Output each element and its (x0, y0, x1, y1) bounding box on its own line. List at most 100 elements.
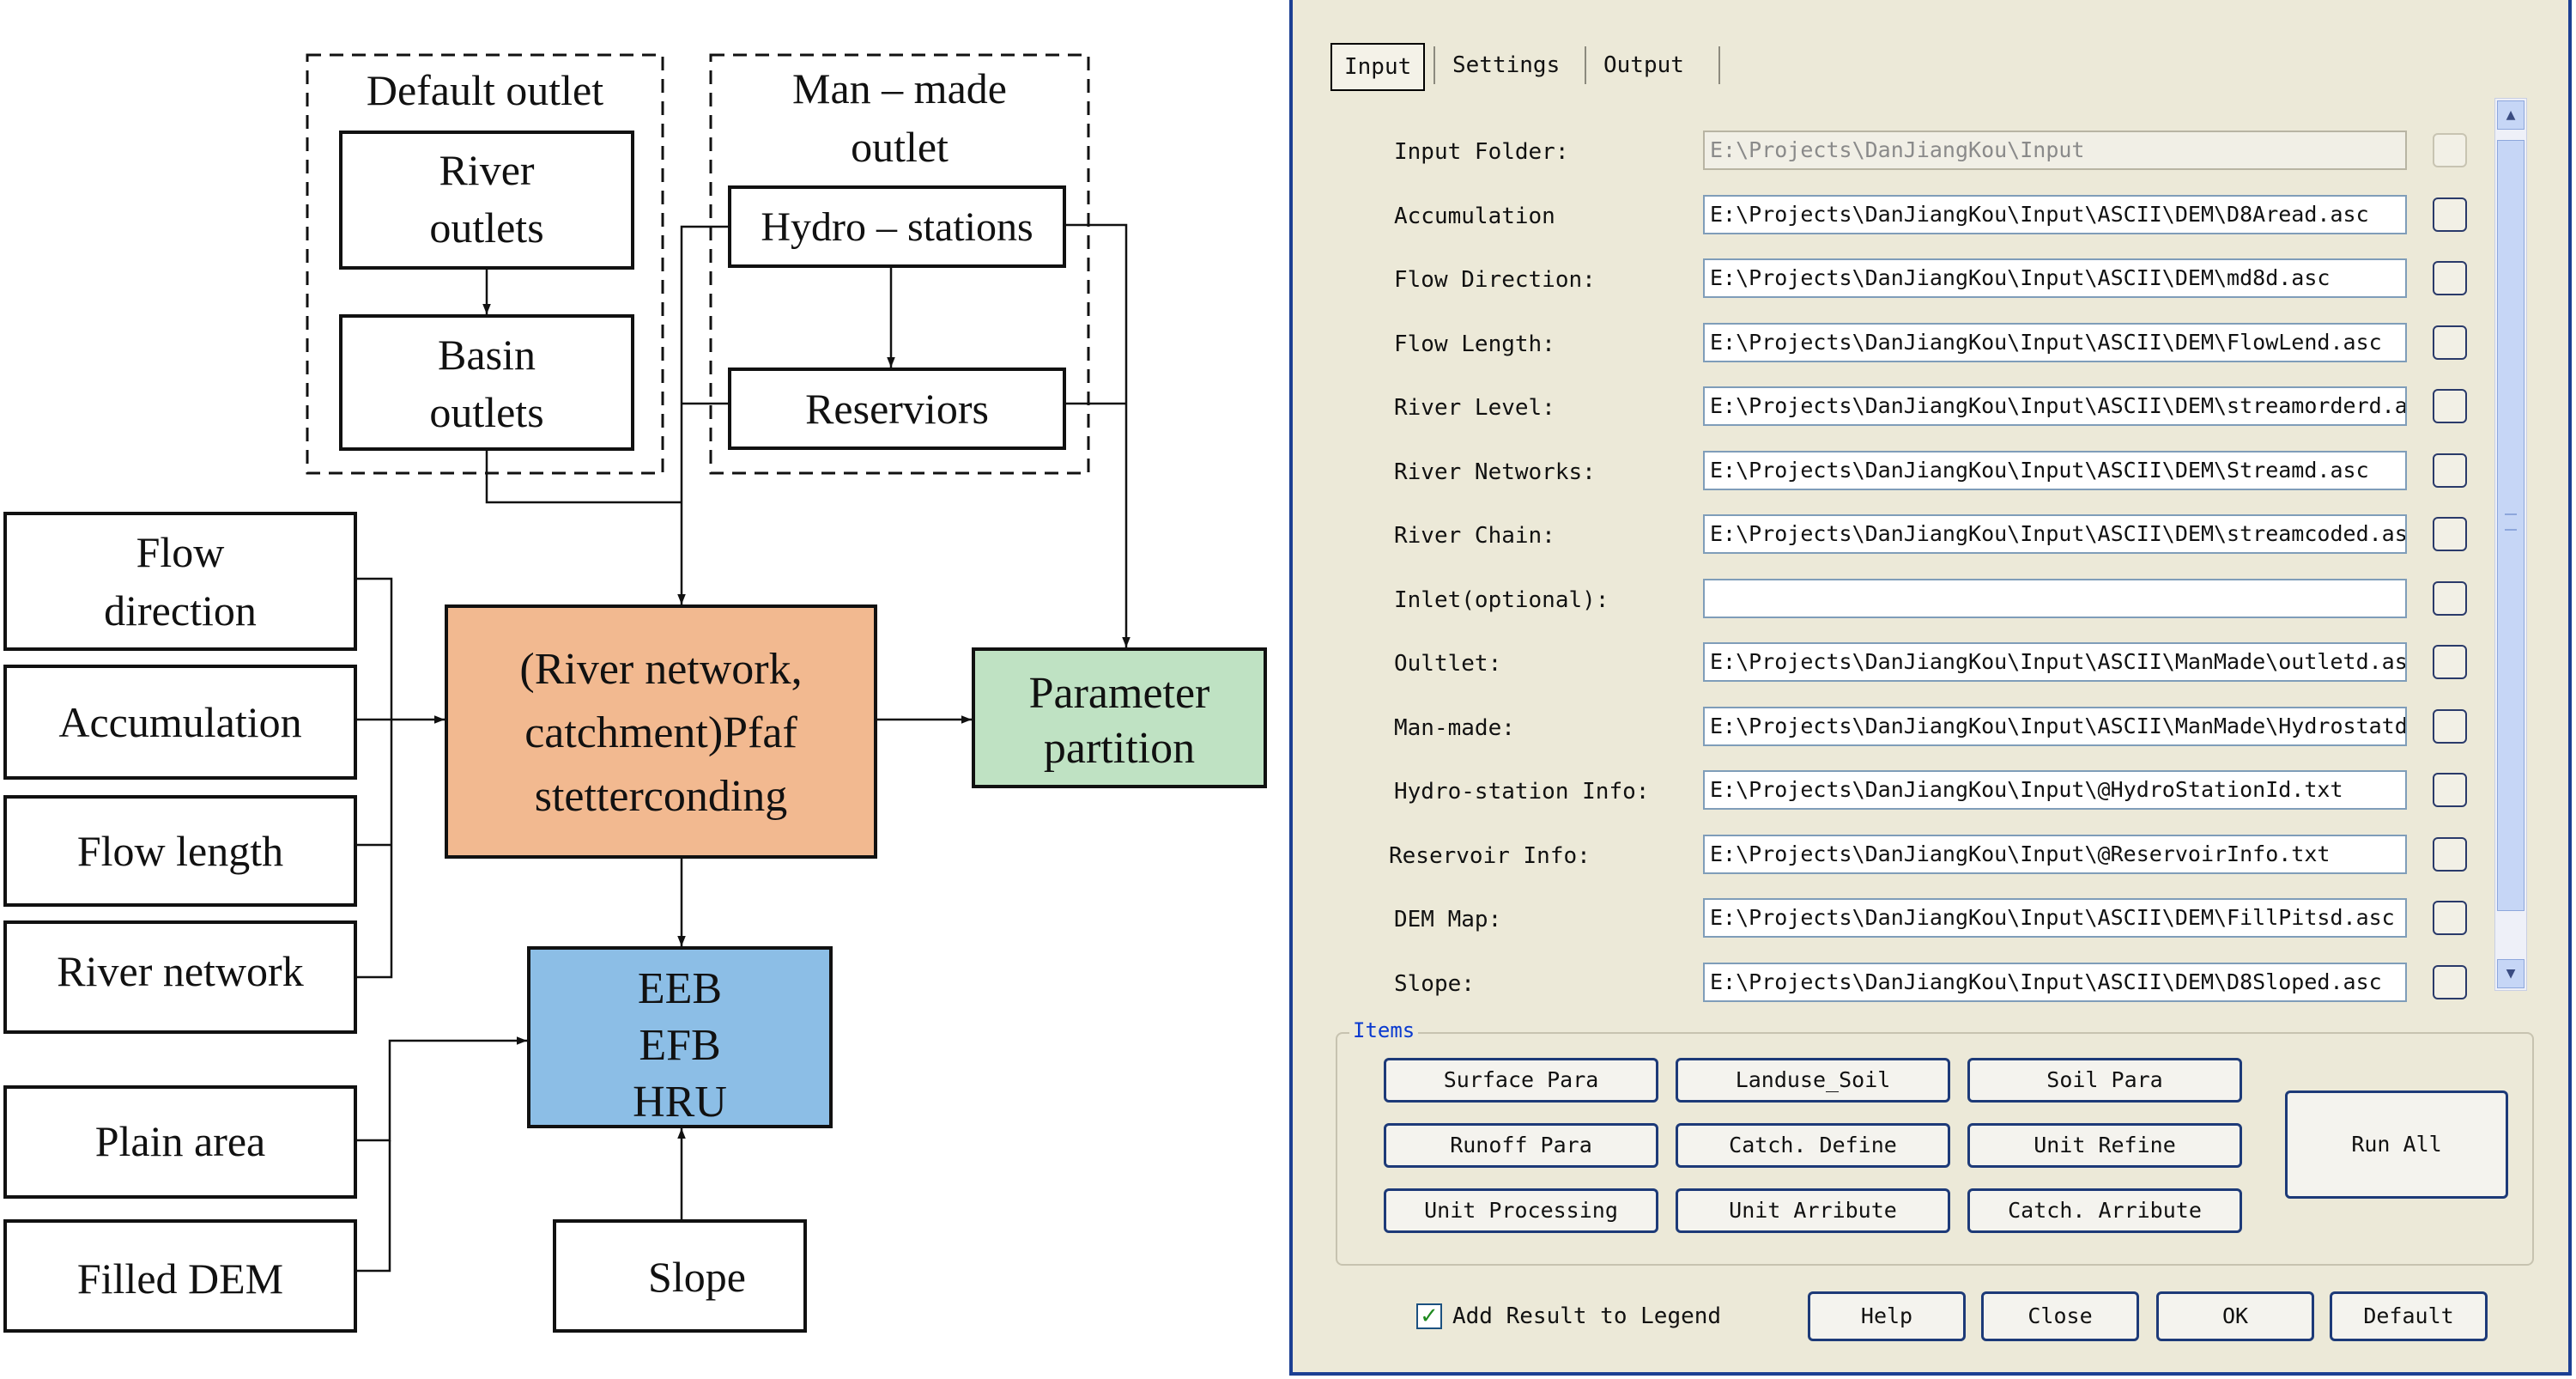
flow-direction-label: Flow Direction: (1394, 267, 1596, 293)
hydro-station-info-browse-button[interactable] (2433, 773, 2467, 807)
items-group-title: Items (1349, 1018, 1419, 1042)
scroll-thumb[interactable] (2497, 140, 2524, 911)
check-icon: ✓ (1420, 1303, 1439, 1329)
man-made-label: Man-made: (1394, 715, 1515, 741)
help-button[interactable]: Help (1808, 1291, 1966, 1341)
plain-area-box (3, 1085, 357, 1199)
flow-length-browse-button[interactable] (2433, 325, 2467, 360)
river-level-browse-button[interactable] (2433, 389, 2467, 423)
parameter-partition-label-line2: partition (1044, 724, 1195, 773)
slope-field[interactable]: E:\Projects\DanJiangKou\Input\ASCII\DEM\… (1703, 963, 2407, 1002)
river-networks-browse-button[interactable] (2433, 453, 2467, 488)
default-button[interactable]: Default (2330, 1291, 2488, 1341)
landuse-soil-button[interactable]: Landuse_Soil (1676, 1058, 1950, 1103)
catch-define-button[interactable]: Catch. Define (1676, 1123, 1950, 1168)
plain-area-label: Plain area (95, 1117, 266, 1165)
river-chain-browse-button[interactable] (2433, 517, 2467, 551)
accumulation-label: Accumulation (1394, 204, 1555, 229)
slope-label: Slope: (1394, 971, 1475, 997)
pfafstetter-label-line3: stetterconding (535, 772, 788, 821)
input-folder-field: E:\Projects\DanJiangKou\Input (1703, 131, 2407, 170)
soil-para-button[interactable]: Soil Para (1967, 1058, 2242, 1103)
surface-para-button[interactable]: Surface Para (1384, 1058, 1658, 1103)
reservoirs-label: Reserviors (805, 385, 989, 433)
flow-direction-label-line2: direction (104, 586, 257, 635)
tab-settings[interactable]: Settings (1452, 52, 1561, 78)
hydro-station-info-field[interactable]: E:\Projects\DanJiangKou\Input\@HydroStat… (1703, 770, 2407, 810)
ok-button[interactable]: OK (2156, 1291, 2314, 1341)
pfafstetter-box (445, 604, 877, 859)
unit-refine-button[interactable]: Unit Refine (1967, 1123, 2242, 1168)
efb-label: EFB (639, 1021, 720, 1070)
river-network-label: River network (57, 947, 303, 995)
man-made-browse-button[interactable] (2433, 709, 2467, 744)
input-folder-label: Input Folder: (1394, 139, 1569, 165)
reservoir-info-field[interactable]: E:\Projects\DanJiangKou\Input\@Reservoir… (1703, 835, 2407, 874)
accumulation-browse-button[interactable] (2433, 197, 2467, 232)
tab-output[interactable]: Output (1603, 52, 1684, 78)
river-outlets-label-line2: outlets (429, 204, 543, 252)
river-outlets-label-line1: River (439, 146, 534, 194)
flow-direction-browse-button[interactable] (2433, 261, 2467, 295)
scroll-down-icon[interactable]: ▼ (2497, 959, 2524, 988)
flow-length-label: Flow length (77, 827, 283, 875)
add-result-checkbox[interactable]: ✓ (1416, 1303, 1442, 1329)
oultlet-browse-button[interactable] (2433, 645, 2467, 679)
unit-arribute-button[interactable]: Unit Arribute (1676, 1188, 1950, 1233)
slope-label: Slope (648, 1253, 746, 1301)
eeb-label: EEB (638, 964, 722, 1013)
hydro-station-info-label: Hydro-station Info: (1394, 779, 1650, 805)
dem-map-field[interactable]: E:\Projects\DanJiangKou\Input\ASCII\DEM\… (1703, 898, 2407, 938)
basin-outlets-label-line2: outlets (429, 388, 543, 436)
flow-direction-label-line1: Flow (136, 528, 225, 576)
reservoir-info-label: Reservoir Info: (1389, 843, 1591, 869)
default-outlet-title: Default outlet (367, 66, 603, 114)
river-chain-field[interactable]: E:\Projects\DanJiangKou\Input\ASCII\DEM\… (1703, 514, 2407, 554)
oultlet-label: Oultlet: (1394, 651, 1502, 677)
filled-dem-label: Filled DEM (77, 1254, 283, 1303)
flow-length-box (3, 795, 357, 907)
input-dialog: Input Settings Output Input Folder: E:\Pr… (1289, 0, 2572, 1376)
accumulation-field[interactable]: E:\Projects\DanJiangKou\Input\ASCII\DEM\… (1703, 195, 2407, 234)
tab-separator (1718, 46, 1720, 84)
basin-outlets-label-line1: Basin (438, 331, 536, 379)
parameter-partition-box (972, 647, 1267, 788)
reservoirs-box (728, 368, 1066, 450)
filled-dem-box (3, 1219, 357, 1333)
river-networks-field[interactable]: E:\Projects\DanJiangKou\Input\ASCII\DEM\… (1703, 451, 2407, 490)
parameter-partition-label-line1: Parameter (1029, 669, 1210, 718)
pfafstetter-label-line2: catchment)Pfaf (524, 708, 797, 757)
flow-length-field[interactable]: E:\Projects\DanJiangKou\Input\ASCII\DEM\… (1703, 323, 2407, 362)
tab-separator (1433, 46, 1435, 84)
river-networks-label: River Networks: (1394, 459, 1596, 485)
tab-separator (1585, 46, 1586, 84)
vertical-scrollbar[interactable]: ▲ ▼ (2494, 98, 2527, 991)
river-level-label: River Level: (1394, 395, 1555, 421)
inlet-optional-field[interactable] (1703, 579, 2407, 618)
dem-map-label: DEM Map: (1394, 907, 1502, 932)
flow-length-label: Flow Length: (1394, 331, 1555, 357)
scroll-up-icon[interactable]: ▲ (2497, 100, 2524, 130)
eeb-efb-hru-box (527, 946, 833, 1128)
catch-arribute-button[interactable]: Catch. Arribute (1967, 1188, 2242, 1233)
reservoir-info-browse-button[interactable] (2433, 837, 2467, 872)
river-level-field[interactable]: E:\Projects\DanJiangKou\Input\ASCII\DEM\… (1703, 386, 2407, 426)
slope-browse-button[interactable] (2433, 965, 2467, 999)
input-folder-browse-button (2433, 133, 2467, 167)
accumulation-label: Accumulation (58, 698, 301, 746)
runoff-para-button[interactable]: Runoff Para (1384, 1123, 1658, 1168)
accumulation-box (3, 665, 357, 780)
oultlet-field[interactable]: E:\Projects\DanJiangKou\Input\ASCII\ManM… (1703, 642, 2407, 682)
tab-input[interactable]: Input (1330, 43, 1426, 91)
flowchart: Default outlet Man – made outlet River o… (3, 53, 1267, 1333)
close-button[interactable]: Close (1981, 1291, 2139, 1341)
inlet-optional-browse-button[interactable] (2433, 581, 2467, 616)
hru-label: HRU (633, 1078, 727, 1127)
dem-map-browse-button[interactable] (2433, 901, 2467, 935)
flow-direction-field[interactable]: E:\Projects\DanJiangKou\Input\ASCII\DEM\… (1703, 258, 2407, 298)
man-made-field[interactable]: E:\Projects\DanJiangKou\Input\ASCII\ManM… (1703, 707, 2407, 746)
unit-processing-button[interactable]: Unit Processing (1384, 1188, 1658, 1233)
river-network-box (3, 920, 357, 1034)
river-chain-label: River Chain: (1394, 523, 1555, 549)
run-all-button[interactable]: Run All (2285, 1090, 2508, 1199)
